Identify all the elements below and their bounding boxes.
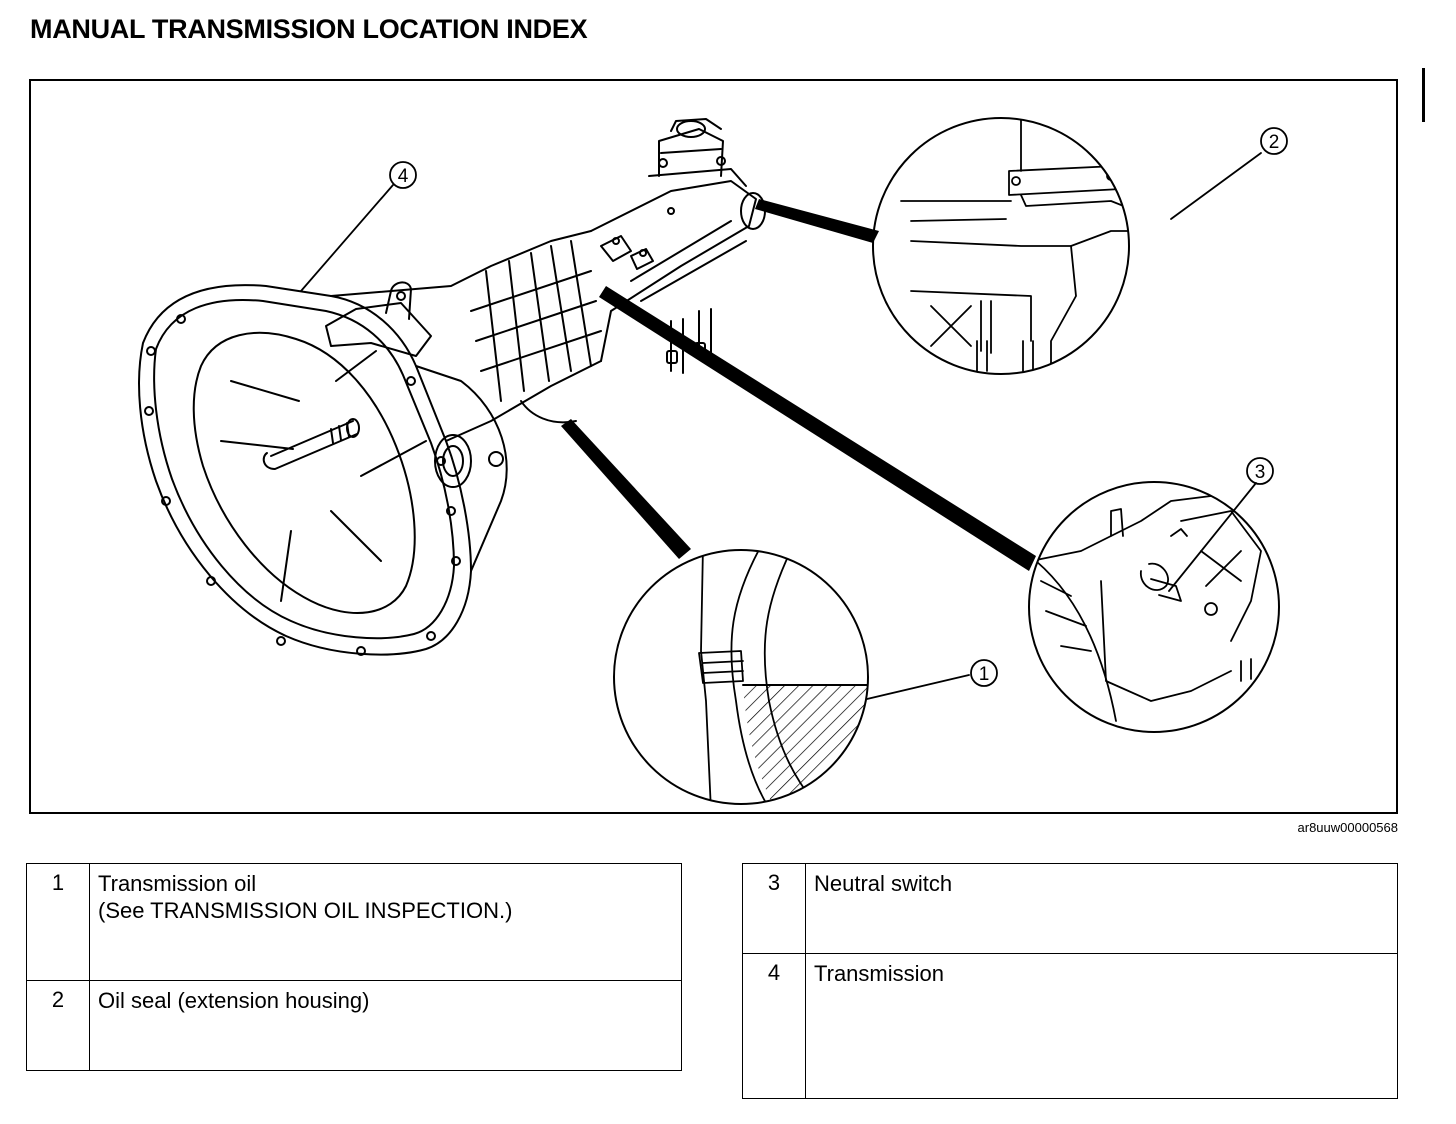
figure-id: ar8uuw00000568: [1297, 820, 1398, 835]
legend-num: 4: [742, 953, 806, 1099]
callout-2-label: 2: [1269, 132, 1280, 153]
margin-bar: [1422, 68, 1425, 122]
callout-1: 1: [970, 659, 998, 687]
transmission-body: [138, 118, 766, 656]
callout-wedges: [561, 199, 1036, 571]
legend-subtext: (See TRANSMISSION OIL INSPECTION.): [98, 898, 513, 923]
detail-transmission-oil: [613, 549, 869, 805]
legend-table-left: 1 Transmission oil (See TRANSMISSION OIL…: [26, 863, 682, 1071]
legend-row: 3 Neutral switch: [742, 863, 1398, 954]
detail-neutral-switch: [1028, 481, 1280, 733]
leader-lines: [300, 152, 1262, 700]
legend-row: 2 Oil seal (extension housing): [26, 980, 682, 1071]
transmission-diagram: 4 2 3 1: [29, 79, 1398, 814]
legend-cell: Neutral switch: [805, 863, 1398, 954]
legend-cell: Transmission: [805, 953, 1398, 1099]
legend-num: 1: [26, 863, 90, 981]
legend-table-right: 3 Neutral switch 4 Transmission: [742, 863, 1398, 1099]
diagram-svg: 4 2 3 1: [138, 117, 1288, 805]
legend-cell: Transmission oil (See TRANSMISSION OIL I…: [89, 863, 682, 981]
callout-3: 3: [1246, 457, 1274, 485]
legend-text: Transmission oil: [98, 871, 257, 896]
callout-4: 4: [389, 161, 417, 189]
legend-cell: Oil seal (extension housing): [89, 980, 682, 1071]
callout-1-label: 1: [979, 664, 990, 685]
detail-oil-seal: [872, 117, 1130, 375]
legend-num: 2: [26, 980, 90, 1071]
legend-row: 4 Transmission: [742, 953, 1398, 1099]
legend-row: 1 Transmission oil (See TRANSMISSION OIL…: [26, 863, 682, 981]
legend-text: Neutral switch: [814, 871, 953, 896]
callout-4-label: 4: [398, 166, 409, 187]
callout-2: 2: [1260, 127, 1288, 155]
legend-num: 3: [742, 863, 806, 954]
legend-text: Transmission: [814, 961, 944, 986]
callout-3-label: 3: [1255, 462, 1266, 483]
page-title: MANUAL TRANSMISSION LOCATION INDEX: [30, 14, 588, 44]
legend-text: Oil seal (extension housing): [98, 988, 370, 1013]
